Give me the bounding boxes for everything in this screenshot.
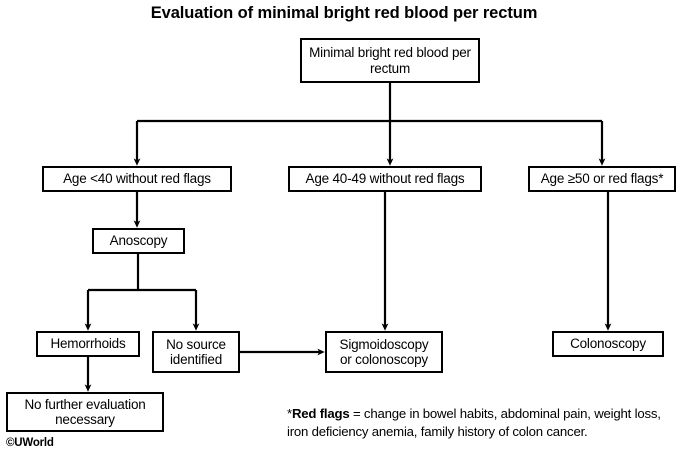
node-label: No source identified [166,336,226,368]
node-label: Colonoscopy [570,336,646,352]
node-label: Sigmoidoscopy or colonoscopy [339,336,429,368]
node-no-further-evaluation[interactable]: No further evaluation necessary [6,392,164,432]
node-label: Minimal bright red blood per rectum [309,45,471,76]
node-anoscopy[interactable]: Anoscopy [92,228,185,254]
node-colonoscopy[interactable]: Colonoscopy [552,331,664,357]
node-label: Hemorrhoids [50,336,126,352]
footnote-marker: * [287,406,292,421]
node-minimal-bright-red-blood[interactable]: Minimal bright red blood per rectum [300,38,480,83]
node-sigmoidoscopy-or-colonoscopy[interactable]: Sigmoidoscopy or colonoscopy [325,331,443,373]
red-flags-footnote: *Red flags = change in bowel habits, abd… [287,405,685,440]
node-label: No further evaluation necessary [24,396,146,428]
node-hemorrhoids[interactable]: Hemorrhoids [36,331,140,357]
node-age-under-40[interactable]: Age <40 without red flags [42,166,232,192]
node-age-40-49[interactable]: Age 40-49 without red flags [288,166,482,192]
footnote-term: Red flags [291,406,350,421]
node-age-50-plus[interactable]: Age ≥50 or red flags* [528,166,676,192]
node-label: Age <40 without red flags [63,171,211,187]
footnote-body: = change in bowel habits, abdominal pain… [287,406,661,439]
node-label: Anoscopy [109,233,168,249]
page-title: Evaluation of minimal bright red blood p… [150,4,538,22]
node-label: Age ≥50 or red flags* [540,171,664,187]
node-label: Age 40-49 without red flags [305,171,465,187]
copyright-watermark: ©UWorld [6,437,54,449]
node-no-source-identified[interactable]: No source identified [152,331,240,373]
